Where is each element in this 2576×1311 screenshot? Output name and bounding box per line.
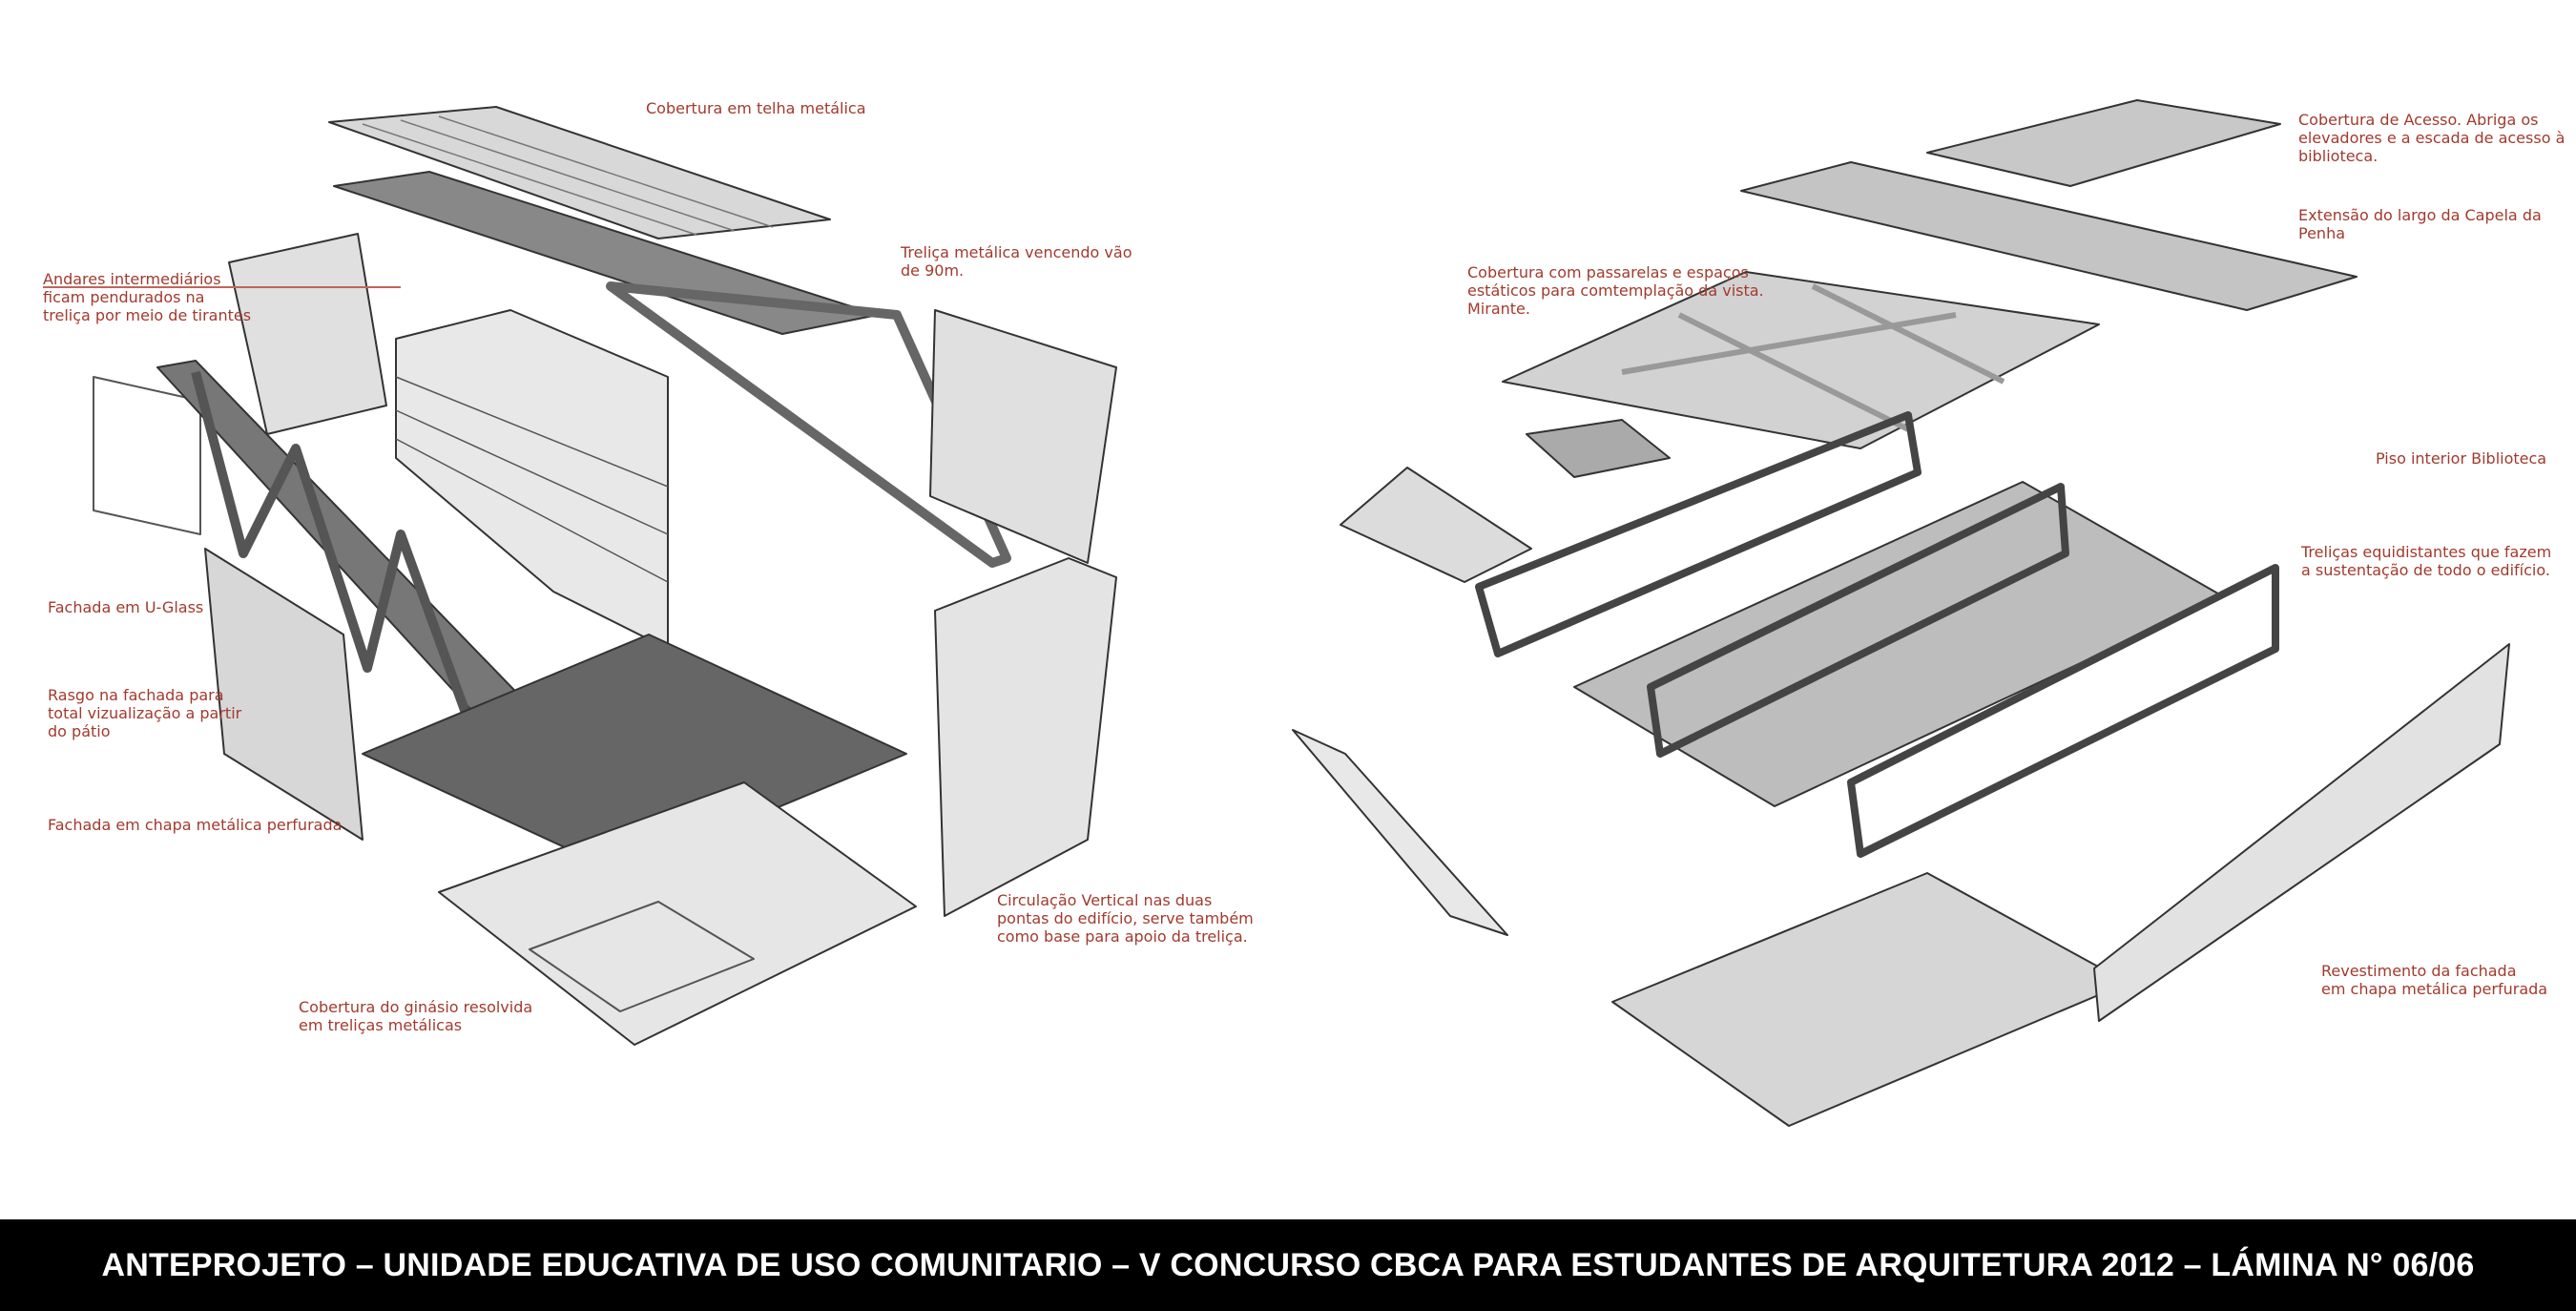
footer-title-bar: ANTEPROJETO – UNIDADE EDUCATIVA DE USO C… bbox=[0, 1219, 2576, 1311]
label-fachada-chapa: Fachada em chapa metálica perfurada bbox=[48, 816, 343, 834]
truss-diagonals bbox=[191, 370, 482, 746]
truss-3 bbox=[1847, 564, 2279, 858]
intermediate-floors-block bbox=[395, 309, 669, 650]
perforated-facade-panel-left bbox=[204, 548, 364, 841]
perforated-facade-panel-right bbox=[929, 309, 1117, 564]
label-piso-biblioteca: Piso interior Biblioteca bbox=[2376, 449, 2547, 468]
label-trelicas-equidistantes: Treliças equidistantes que fazem a suste… bbox=[2301, 543, 2552, 579]
truss-2 bbox=[1647, 483, 2069, 758]
right-building-exploded-view bbox=[1292, 99, 2510, 1127]
label-cobertura-telha: Cobertura em telha metálica bbox=[646, 99, 866, 117]
access-roof bbox=[1926, 99, 2281, 187]
label-cobertura-mirante: Cobertura com passarelas e espaços estát… bbox=[1467, 263, 1764, 318]
label-fachada-u-glass: Fachada em U-Glass bbox=[48, 598, 204, 616]
exploded-axonometric-drawings bbox=[93, 99, 2510, 1127]
side-stair-tower bbox=[228, 233, 387, 435]
perforated-facade-lower-left bbox=[1292, 729, 1508, 936]
facade-ramp-panel bbox=[1340, 467, 1532, 583]
label-cobertura-ginasio: Cobertura do ginásio resolvida em treliç… bbox=[299, 998, 533, 1034]
u-glass-facade bbox=[93, 376, 201, 535]
chapel-plaza-extension bbox=[1740, 161, 2358, 311]
leader-line-andares bbox=[43, 286, 401, 288]
label-andares-intermediarios: Andares intermediários ficam pendurados … bbox=[43, 270, 252, 324]
facade-cladding-right bbox=[2093, 643, 2510, 1022]
label-circulacao-vertical: Circulação Vertical nas duas pontas do e… bbox=[997, 891, 1254, 946]
metal-roof-sheet bbox=[328, 106, 831, 239]
left-building-exploded-view bbox=[93, 106, 1117, 1046]
label-cobertura-acesso: Cobertura de Acesso. Abriga os elevadore… bbox=[2298, 111, 2566, 165]
truss-1 bbox=[1475, 411, 1922, 657]
label-rasgo-fachada: Rasgo na fachada para total vizualização… bbox=[48, 686, 242, 740]
gym-floor-plate bbox=[362, 634, 907, 874]
main-truss-back bbox=[606, 281, 1011, 568]
gym-court bbox=[529, 901, 755, 1012]
label-extensao-largo: Extensão do largo da Capela da Penha bbox=[2298, 206, 2542, 242]
label-revestimento-fachada: Revestimento da fachada em chapa metálic… bbox=[2321, 962, 2548, 998]
vertical-circulation-core bbox=[934, 557, 1117, 917]
label-trelica-metalica: Treliça metálica vencendo vão de 90m. bbox=[901, 243, 1132, 280]
footer-title: ANTEPROJETO – UNIDADE EDUCATIVA DE USO C… bbox=[101, 1246, 2475, 1283]
facade-cladding-base bbox=[1611, 872, 2129, 1127]
library-floor bbox=[1526, 419, 1671, 478]
